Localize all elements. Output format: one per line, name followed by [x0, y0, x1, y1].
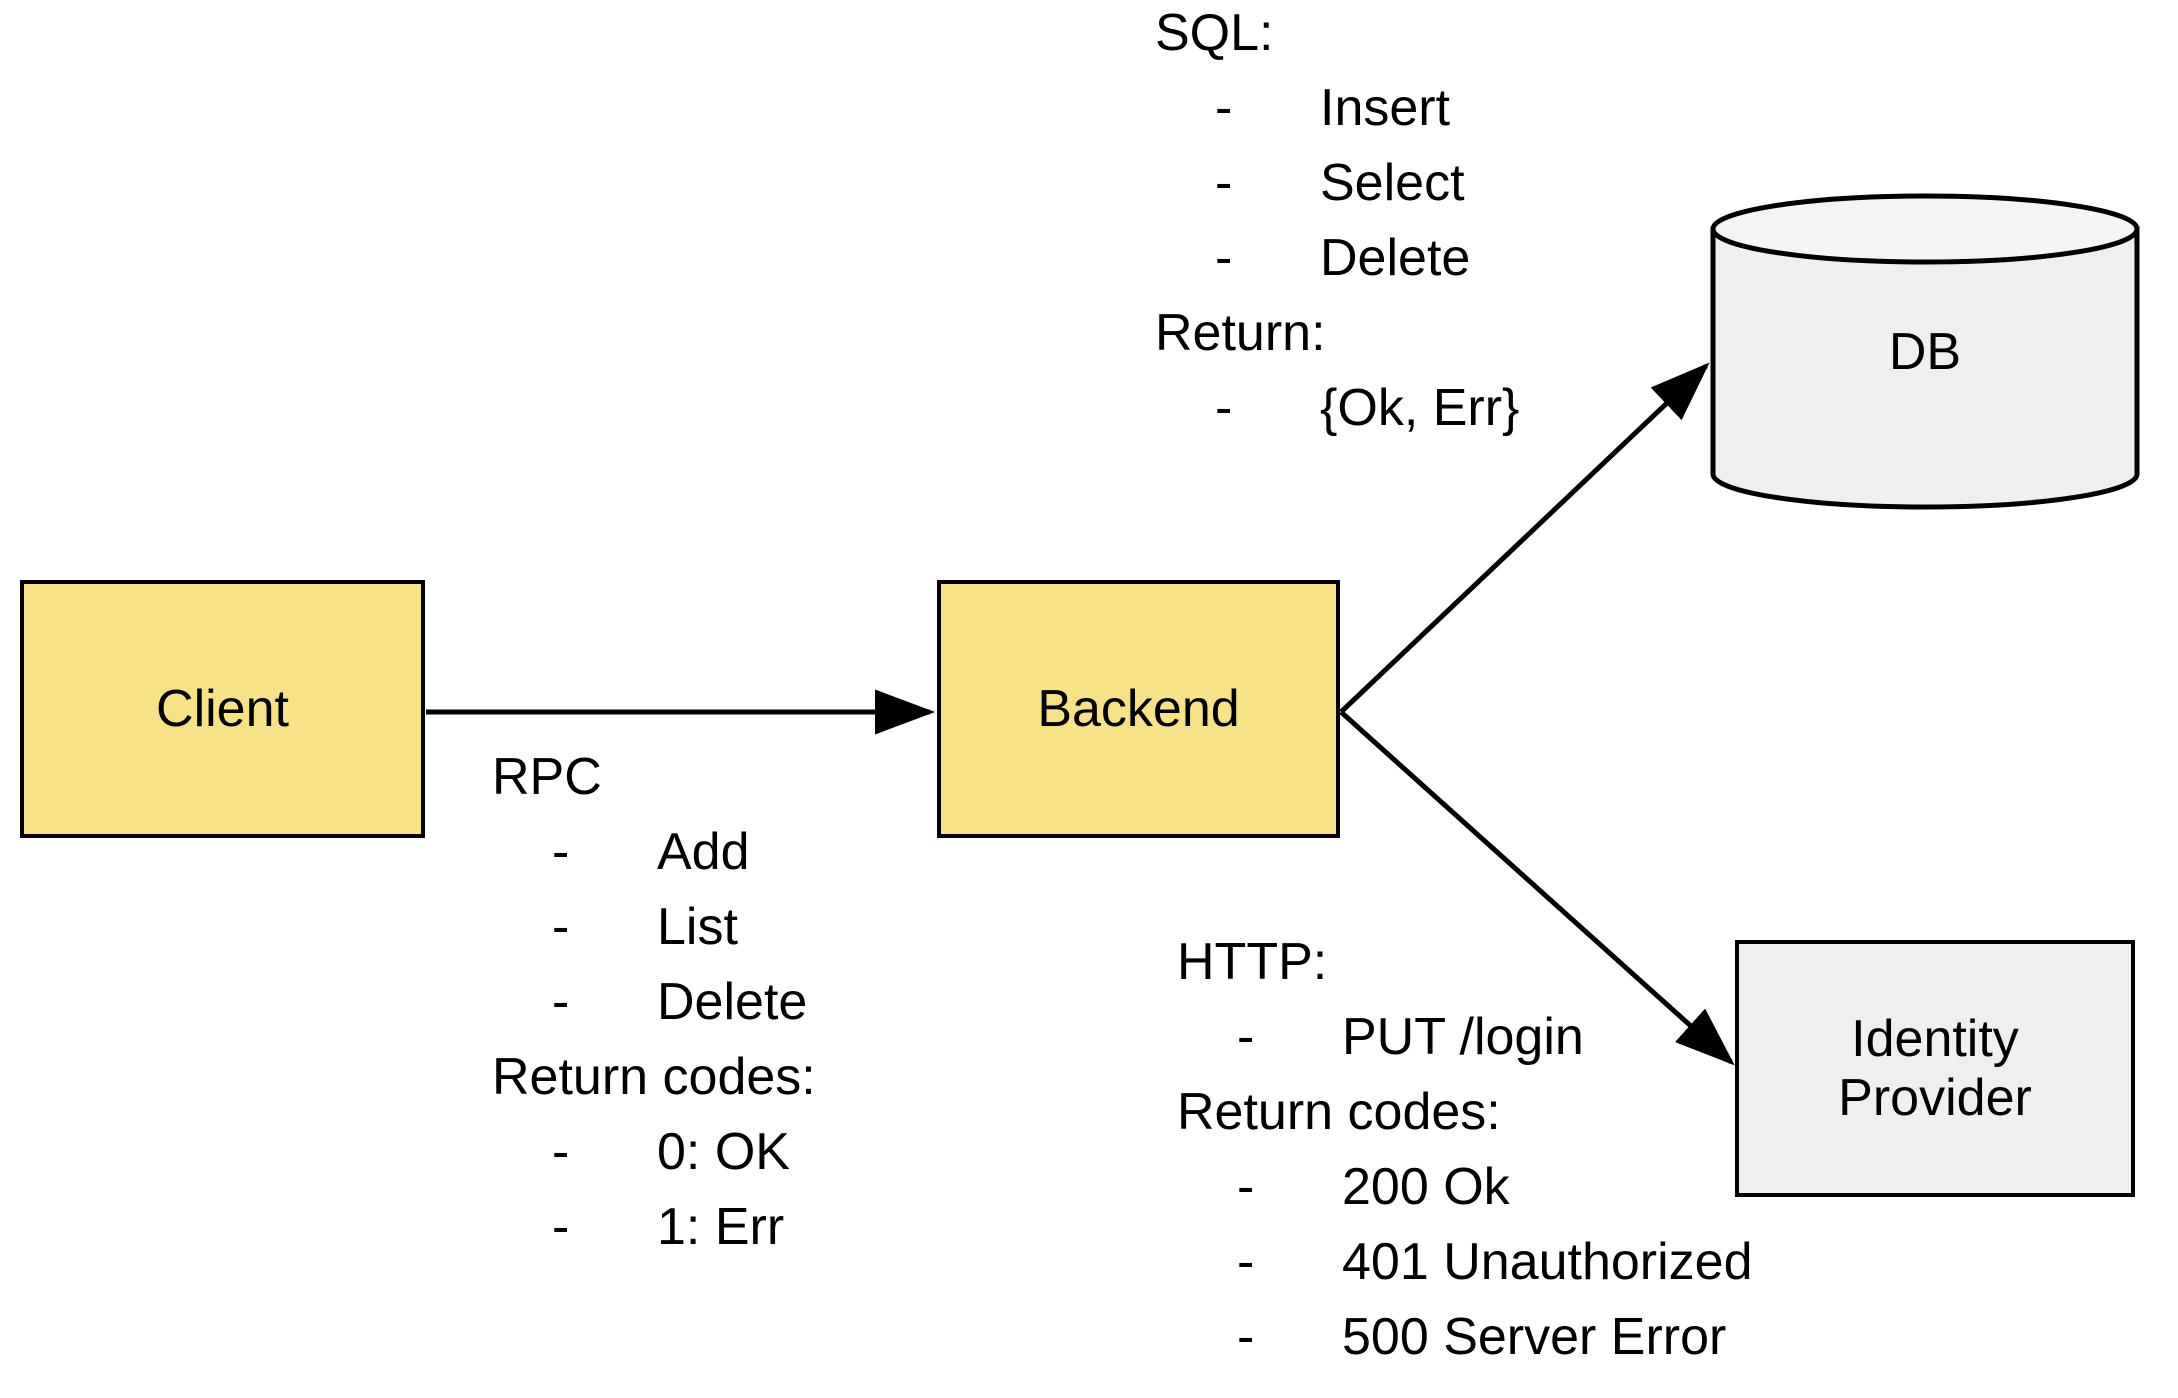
rpc-item-text: List	[657, 898, 738, 956]
bullet-dash-icon: -	[1215, 229, 1233, 287]
sql-sub-item-text: {Ok, Err}	[1320, 379, 1520, 437]
node-identity-provider[interactable]: Identity Provider	[1735, 940, 2135, 1197]
sql-item: - Delete	[1155, 221, 1519, 296]
http-sub-item: - 401 Unauthorized	[1177, 1225, 1753, 1300]
bullet-dash-icon: -	[552, 973, 570, 1031]
http-sub-item-text: 200 Ok	[1342, 1158, 1510, 1216]
sql-subheading: Return:	[1155, 304, 1326, 362]
rpc-sub-item: - 1: Err	[492, 1190, 816, 1265]
rpc-item-text: Delete	[657, 973, 808, 1031]
node-identity-provider-label-line1: Identity	[1851, 1010, 2019, 1069]
http-sub-item: - 200 Ok	[1177, 1150, 1753, 1225]
http-item: - PUT /login	[1177, 1000, 1753, 1075]
node-db[interactable]: DB	[1710, 193, 2140, 510]
annotation-sql: SQL: - Insert - Select - Delete Return: …	[1155, 0, 1519, 446]
bullet-dash-icon: -	[552, 1123, 570, 1181]
sql-item-text: Insert	[1320, 79, 1451, 137]
sql-item-text: Delete	[1320, 229, 1471, 287]
http-sub-item-text: 500 Server Error	[1342, 1308, 1727, 1366]
bullet-dash-icon: -	[552, 1198, 570, 1256]
sql-heading: SQL:	[1155, 4, 1274, 62]
annotation-rpc: RPC - Add - List - Delete Return codes: …	[492, 740, 816, 1265]
node-identity-provider-label-line2: Provider	[1838, 1068, 2032, 1127]
bullet-dash-icon: -	[1237, 1158, 1255, 1216]
sql-sub-item: - {Ok, Err}	[1155, 371, 1519, 446]
rpc-item: - Delete	[492, 965, 816, 1040]
bullet-dash-icon: -	[552, 898, 570, 956]
sql-item: - Insert	[1155, 71, 1519, 146]
node-client[interactable]: Client	[20, 580, 425, 838]
http-heading: HTTP:	[1177, 933, 1328, 991]
bullet-dash-icon: -	[1237, 1233, 1255, 1291]
bullet-dash-icon: -	[1215, 79, 1233, 137]
http-item-text: PUT /login	[1342, 1008, 1584, 1066]
sql-item: - Select	[1155, 146, 1519, 221]
rpc-item: - List	[492, 890, 816, 965]
bullet-dash-icon: -	[1237, 1308, 1255, 1366]
annotation-http: HTTP: - PUT /login Return codes: - 200 O…	[1177, 925, 1753, 1375]
rpc-sub-item-text: 0: OK	[657, 1123, 790, 1181]
bullet-dash-icon: -	[1215, 154, 1233, 212]
bullet-dash-icon: -	[552, 823, 570, 881]
node-backend[interactable]: Backend	[937, 580, 1340, 838]
node-backend-label: Backend	[1037, 679, 1240, 738]
http-sub-item-text: 401 Unauthorized	[1342, 1233, 1753, 1291]
node-client-label: Client	[156, 679, 289, 738]
http-subheading: Return codes:	[1177, 1083, 1501, 1141]
http-sub-item: - 500 Server Error	[1177, 1300, 1753, 1375]
bullet-dash-icon: -	[1215, 379, 1233, 437]
rpc-heading: RPC	[492, 748, 602, 806]
rpc-sub-item: - 0: OK	[492, 1115, 816, 1190]
rpc-item-text: Add	[657, 823, 750, 881]
sql-item-text: Select	[1320, 154, 1465, 212]
bullet-dash-icon: -	[1237, 1008, 1255, 1066]
rpc-subheading: Return codes:	[492, 1048, 816, 1106]
rpc-sub-item-text: 1: Err	[657, 1198, 785, 1256]
database-cylinder-icon	[1710, 193, 2140, 510]
rpc-item: - Add	[492, 815, 816, 890]
